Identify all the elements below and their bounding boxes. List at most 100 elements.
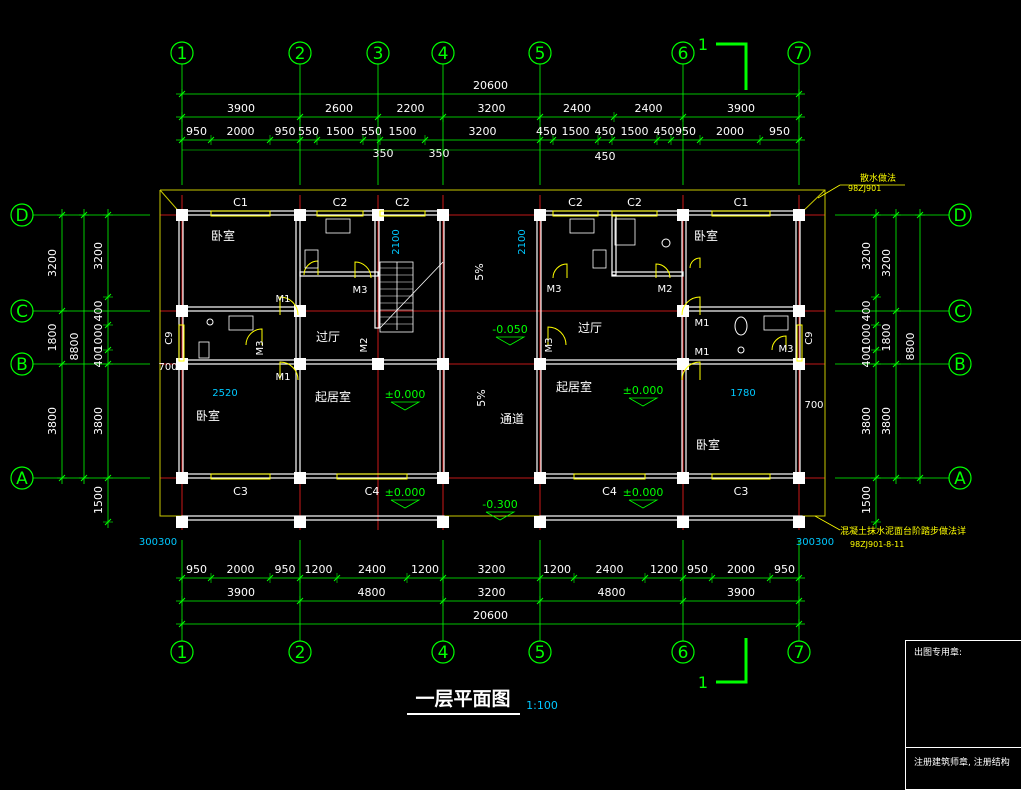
dim-left-detail-text-1: 400 <box>92 301 105 322</box>
slope-label: 5% <box>473 263 486 280</box>
dim-right-bays-text-2: 3800 <box>880 407 893 435</box>
door-label-10: M3 <box>779 344 794 355</box>
structural-column <box>677 305 689 317</box>
stamp-label: 出图专用章: <box>914 648 963 658</box>
misc-dim: 700 <box>804 400 823 411</box>
window <box>316 210 364 217</box>
section-mark-bottom <box>716 638 748 684</box>
dim-right-detail-text-0: 3200 <box>860 242 873 270</box>
structural-column <box>176 358 188 370</box>
floor-drain <box>206 318 214 326</box>
axis-top-2-label: 2 <box>295 44 306 64</box>
level-mark: ±0.000 <box>385 486 426 499</box>
door-swing <box>547 326 567 346</box>
dim-right-detail-text-2: 1000 <box>860 324 873 352</box>
dim-top-detail-text-6: 1500 <box>389 125 417 138</box>
structural-column <box>677 472 689 484</box>
structural-column <box>372 209 384 221</box>
door-label-5: M3 <box>547 284 562 295</box>
axis-bottom-2-label: 2 <box>295 643 306 663</box>
window-label-3: C2 <box>568 196 583 209</box>
dim-right-bays-text-0: 3200 <box>880 249 893 277</box>
door-label-8: M1 <box>695 318 710 329</box>
level-mark-mark <box>495 336 526 346</box>
structural-column <box>294 472 306 484</box>
structural-column <box>677 516 689 528</box>
structural-column <box>294 209 306 221</box>
door-label-7: M2 <box>658 284 673 295</box>
window-label-11: C9 <box>804 331 815 344</box>
axis-top-4-label: 4 <box>438 44 449 64</box>
dim-top-detail-text-8: 450 <box>536 125 557 138</box>
axis-top-5-label: 5 <box>535 44 546 64</box>
dim-top-detail-text-4: 1500 <box>326 125 354 138</box>
drawing-title: 一层平面图 <box>415 688 510 710</box>
dim-top-bays-text-4: 2400 <box>563 102 591 115</box>
dim-bottom-detail-text-0: 950 <box>186 563 207 576</box>
toilet-fixture <box>198 341 210 359</box>
structural-column <box>793 472 805 484</box>
note-steps-ref: 98ZJ901-8-11 <box>850 540 904 549</box>
floor-drain <box>661 238 671 248</box>
window <box>379 210 426 217</box>
dim-left-detail-text-3: 400 <box>92 347 105 368</box>
level-mark: -0.300 <box>482 498 517 511</box>
dim-top-detail-text-10: 450 <box>595 125 616 138</box>
dim-top-bays-text-5: 2400 <box>635 102 663 115</box>
wall-bottom-right <box>539 473 800 479</box>
dim-top-bays-text-3: 3200 <box>478 102 506 115</box>
level-mark: ±0.000 <box>623 384 664 397</box>
window <box>552 210 599 217</box>
room-label-bedroom: 卧室 <box>696 437 720 452</box>
floor-drain <box>737 346 745 354</box>
structural-column <box>294 358 306 370</box>
axis-left-B-label: B <box>16 355 28 375</box>
eave-outline <box>159 189 826 517</box>
window <box>711 210 771 217</box>
window <box>573 473 646 480</box>
axis-bottom-1-label: 1 <box>177 643 188 663</box>
drawing-scale: 1:100 <box>526 699 558 712</box>
door-swing <box>689 257 701 269</box>
dim-top-bays-text-2: 2200 <box>397 102 425 115</box>
door-label-6: M3 <box>544 338 555 353</box>
dim-bottom-bays-text-2: 3200 <box>478 586 506 599</box>
misc-dim: 300300 <box>796 537 834 548</box>
dim-left-detail-text-0: 3200 <box>92 242 105 270</box>
dim-top-total-text-0: 20600 <box>473 79 508 92</box>
structural-column <box>437 209 449 221</box>
window-label-9: C3 <box>734 485 749 498</box>
dim-top-detail-text-9: 1500 <box>562 125 590 138</box>
structural-column <box>793 209 805 221</box>
misc-dim: 1780 <box>730 388 755 399</box>
dim-left-total-text-0: 8800 <box>68 333 81 361</box>
window-label-1: C2 <box>333 196 348 209</box>
note-steps: 混凝土抹水泥面台阶踏步做法详 <box>840 525 966 537</box>
section-number-bottom: 1 <box>698 673 708 692</box>
door-swing <box>279 296 299 316</box>
axis-top-7-label: 7 <box>794 44 805 64</box>
dim-bottom-detail-text-6: 3200 <box>478 563 506 576</box>
structural-column <box>437 516 449 528</box>
axis-bottom-5-label: 5 <box>535 643 546 663</box>
structural-column <box>176 472 188 484</box>
room-label-living: 起居室 <box>556 379 592 394</box>
level-mark: -0.050 <box>492 323 527 336</box>
door-swing <box>655 263 671 279</box>
sink-fixture <box>569 218 595 234</box>
window-label-4: C2 <box>627 196 642 209</box>
structural-column <box>176 516 188 528</box>
door-swing <box>245 328 263 346</box>
level-mark-mark <box>628 499 659 509</box>
misc-dim: 300300 <box>139 537 177 548</box>
structural-column <box>437 472 449 484</box>
room-label-living: 起居室 <box>315 389 351 404</box>
window <box>210 210 271 217</box>
door-swing <box>681 361 701 381</box>
dim-bottom-detail-text-3: 1200 <box>305 563 333 576</box>
dim-left-bays-text-0: 3200 <box>46 249 59 277</box>
door-label-2: M2 <box>359 338 370 353</box>
dim-top-detail-text-13: 950 <box>675 125 696 138</box>
dim-left-bays-text-2: 3800 <box>46 407 59 435</box>
door-swing <box>771 335 787 351</box>
